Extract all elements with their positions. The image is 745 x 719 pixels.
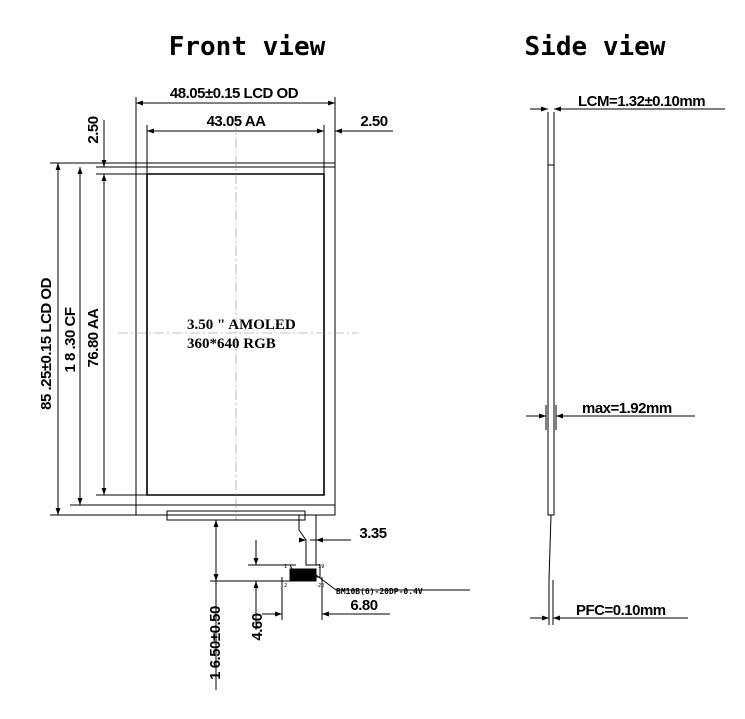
lcm-thickness-label: LCM=1.32±0.10mm — [578, 93, 705, 110]
lcd-od-height-label: 85 .25±0.15 LCD OD — [38, 277, 55, 409]
pin-label-d: 20 — [318, 583, 324, 589]
front-view — [50, 97, 470, 690]
fpc-length-label: 1 6.50±0.50 — [207, 606, 224, 680]
right-margin-label: 2.50 — [360, 113, 387, 130]
pin-label-a: 1 — [284, 564, 287, 570]
pin-label-c: 2 — [284, 583, 287, 589]
front-view-title: Front view — [169, 32, 326, 62]
aa-height-label: 76.80 AA — [85, 308, 102, 367]
panel-spec-line2: 360*640 RGB — [187, 336, 276, 352]
cf-height-label: 1 8 .30 CF — [62, 307, 79, 372]
side-fpc-tail — [549, 515, 551, 580]
fpc-width-label: 3.35 — [359, 525, 386, 542]
side-panel-body — [548, 165, 554, 515]
connector-part-label: BM10B(6)-20DP-0.4V — [336, 587, 423, 596]
lcd-od-width-label: 48.05±0.15 LCD OD — [170, 85, 299, 102]
active-area — [147, 174, 324, 495]
pfc-thickness-label: PFC=0.10mm — [576, 602, 666, 619]
fpc-bond-pad — [167, 511, 305, 520]
lcd-outline — [136, 163, 335, 515]
aa-width-label: 43.05 AA — [207, 113, 266, 130]
side-view — [526, 106, 725, 625]
panel-spec-line1: 3.50 " AMOLED — [187, 317, 296, 333]
side-view-title: Side view — [525, 32, 666, 62]
connector-width-label: 6.80 — [350, 597, 377, 614]
connector-offset-label: 4.60 — [249, 613, 266, 640]
pin-label-b: 19 — [318, 564, 324, 570]
connector-body — [290, 569, 316, 581]
top-margin-label: 2.50 — [85, 116, 102, 143]
max-thickness-label: max=1.92mm — [582, 400, 672, 417]
